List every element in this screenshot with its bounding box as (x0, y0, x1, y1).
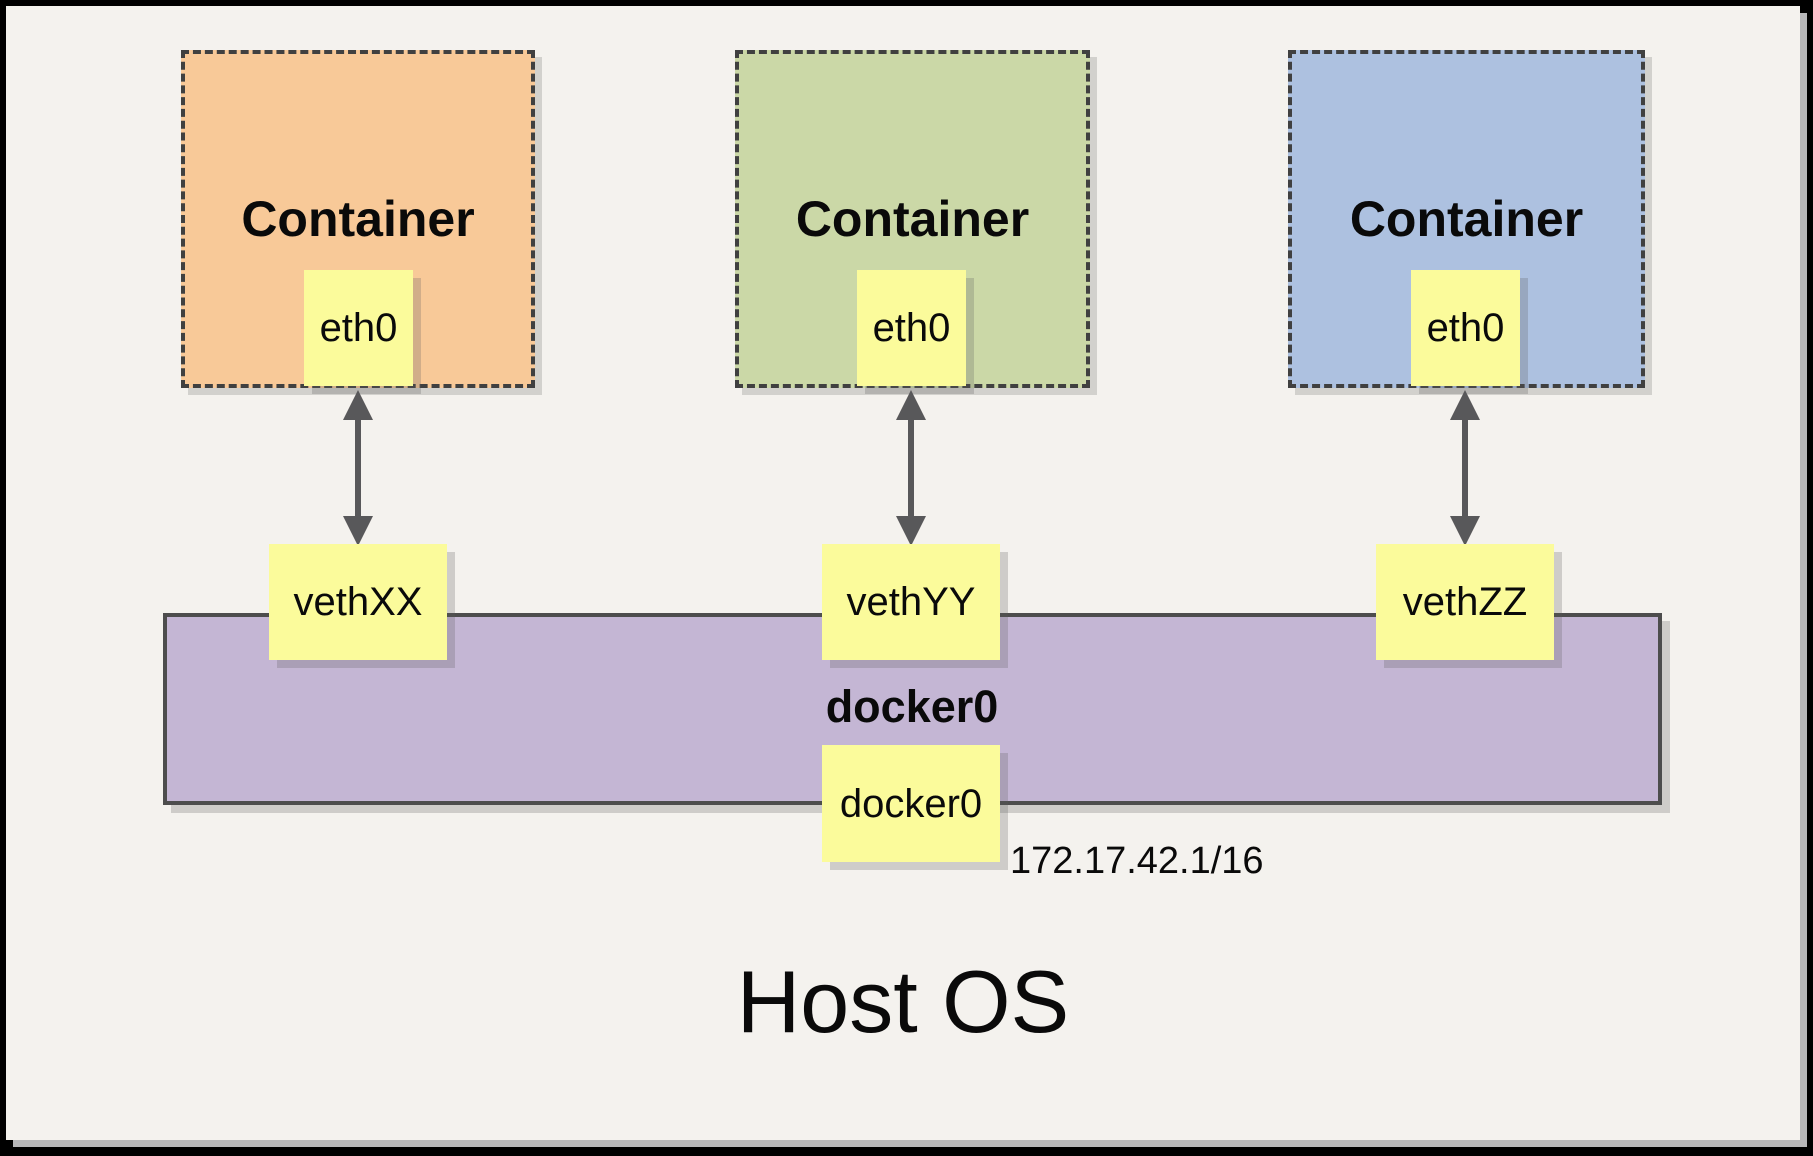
double-arrow-icon (343, 390, 373, 546)
host-os-title: Host OS (736, 952, 1070, 1051)
container-1-title: Container (241, 191, 475, 247)
double-arrow-icon (896, 390, 926, 546)
docker0-interface-box: docker0 (822, 745, 1000, 862)
double-arrow-icon (1450, 390, 1480, 546)
eth0-box-1: eth0 (304, 270, 413, 386)
eth0-box-3: eth0 (1411, 270, 1520, 386)
diagram-canvas: Container Container Container eth0 eth0 … (6, 6, 1800, 1140)
vethyy-box: vethYY (822, 544, 1000, 660)
vethzz-box: vethZZ (1376, 544, 1554, 660)
container-2-title: Container (795, 191, 1030, 247)
container-3-title: Container (1349, 191, 1584, 247)
bridge-ip-label: 172.17.42.1/16 (1010, 840, 1264, 882)
vethxx-box: vethXX (269, 544, 447, 660)
container-box-3: Container (1288, 50, 1645, 388)
eth0-box-2: eth0 (857, 270, 966, 386)
docker0-bridge-label: docker0 (825, 681, 999, 732)
